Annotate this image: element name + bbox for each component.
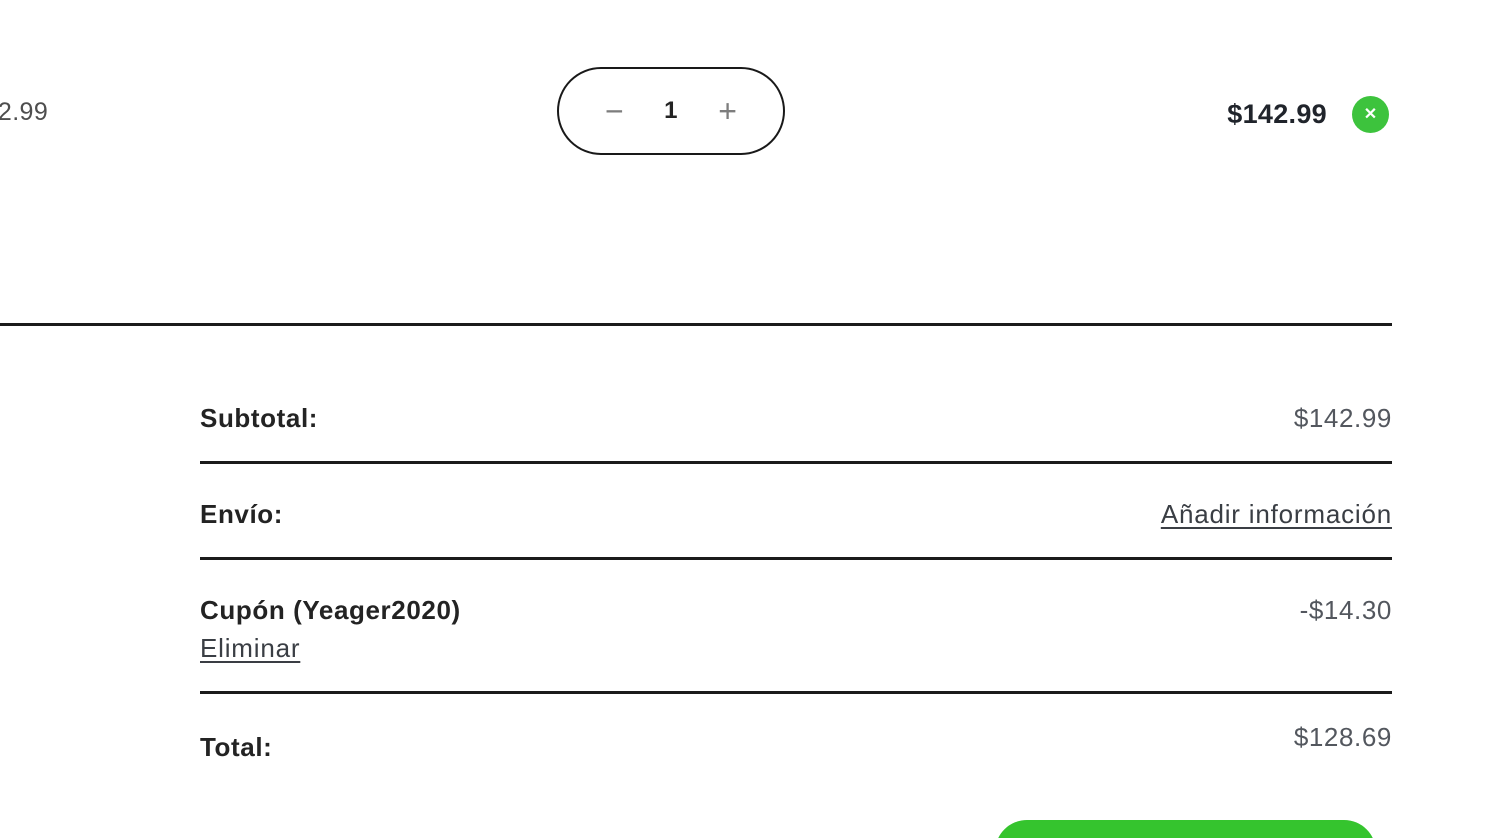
coupon-row: Cupón (Yeager2020) Eliminar -$14.30: [200, 560, 1392, 694]
coupon-value: -$14.30: [1299, 595, 1392, 625]
checkout-button[interactable]: [995, 820, 1376, 838]
add-shipping-info-link[interactable]: Añadir información: [1160, 499, 1392, 529]
close-icon: ✕: [1363, 105, 1378, 123]
quantity-decrease-button[interactable]: −: [605, 95, 624, 127]
minus-icon: −: [605, 93, 624, 129]
item-unit-price: $142.99: [0, 98, 49, 126]
shipping-label: Envío:: [200, 499, 284, 529]
quantity-increase-button[interactable]: +: [718, 95, 737, 127]
item-line-total: $142.99: [1227, 99, 1327, 129]
subtotal-value: $142.99: [1293, 403, 1392, 433]
subtotal-label: Subtotal:: [200, 403, 319, 433]
total-value: $128.69: [1293, 722, 1392, 752]
subtotal-row: Subtotal: $142.99: [200, 368, 1392, 464]
cart-totals: Subtotal: $142.99 Envío: Añadir informac…: [200, 368, 1392, 790]
total-row: Total: $128.69: [200, 694, 1392, 790]
remove-coupon-link[interactable]: Eliminar: [200, 633, 301, 663]
quantity-value: 1: [664, 97, 678, 124]
quantity-stepper[interactable]: − 1 +: [557, 67, 785, 155]
coupon-label: Cupón (Yeager2020): [200, 595, 461, 625]
total-label: Total:: [200, 732, 273, 762]
remove-item-button[interactable]: ✕: [1352, 96, 1389, 133]
cart-table-divider: [0, 323, 1392, 326]
plus-icon: +: [718, 93, 737, 129]
shipping-row: Envío: Añadir información: [200, 464, 1392, 560]
